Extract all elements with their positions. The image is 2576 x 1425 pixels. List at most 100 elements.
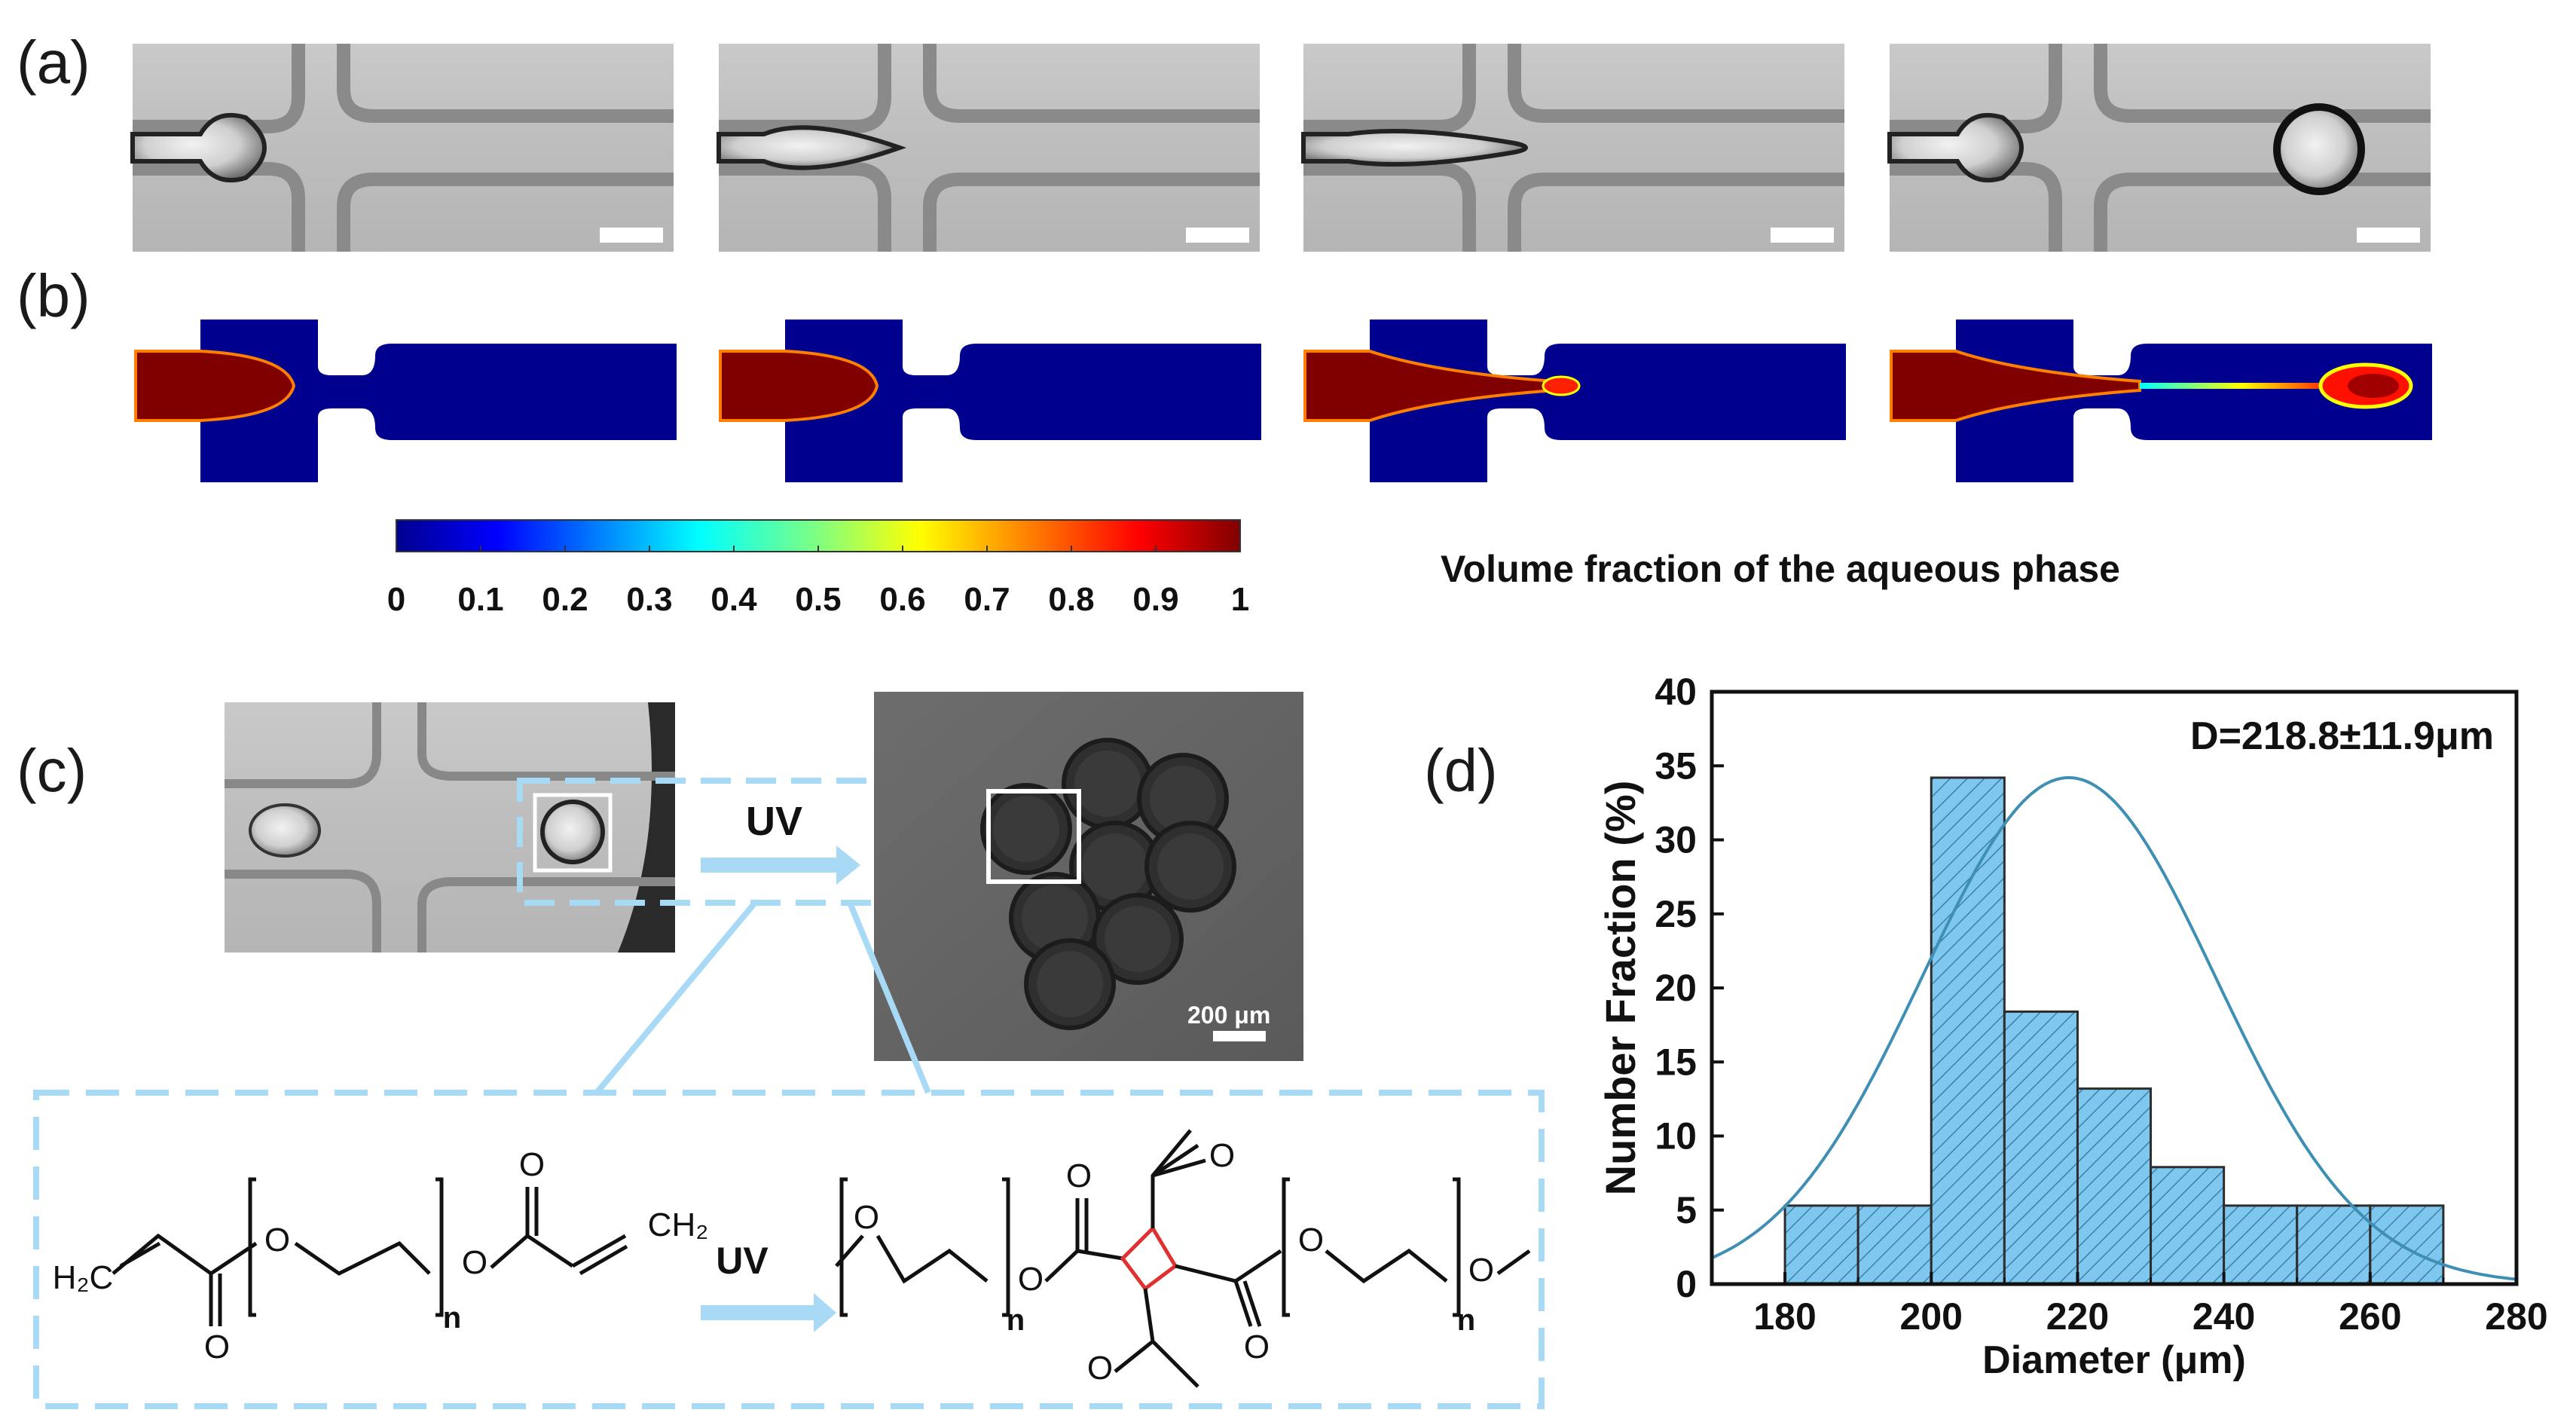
aqueous-phase	[134, 350, 296, 422]
simulation-frame	[1890, 320, 2432, 482]
channel-domain	[1891, 320, 2432, 482]
bracket	[248, 1177, 256, 1317]
chem-bond	[1044, 1198, 1080, 1283]
chem-bond	[1242, 1280, 1262, 1327]
colorbar-tick-label: 0.9	[1132, 581, 1178, 618]
simulation-frame	[719, 320, 1261, 482]
aqueous-thread	[130, 112, 267, 183]
y-tick-label: 35	[1655, 745, 1697, 787]
uv-arrow-label: UV	[746, 799, 802, 844]
panel-label-a: (a)	[17, 29, 90, 96]
chem-bond	[1077, 1249, 1123, 1261]
y-tick-label: 40	[1655, 671, 1697, 713]
aqueous-phase	[719, 350, 879, 422]
chem-bond	[294, 1240, 431, 1276]
colorbar-tick-label: 0.4	[710, 581, 757, 618]
micrograph-frame	[1887, 44, 2431, 252]
colorbar-tick-label: 1	[1231, 581, 1249, 618]
zoom-connector	[847, 901, 931, 1094]
aqueous-phase	[1890, 350, 2141, 422]
chem-label: O	[854, 1199, 879, 1236]
chem-label: O	[1209, 1137, 1235, 1174]
scale-bar	[1771, 228, 1834, 243]
colorbar-tick-label: 0.7	[964, 581, 1010, 618]
microsphere-core	[1037, 951, 1103, 1017]
chem-bond	[1233, 1280, 1253, 1327]
chem-bond	[1151, 1143, 1199, 1178]
chem-label: O	[1244, 1329, 1270, 1365]
chem-bond	[1234, 1249, 1282, 1283]
x-tick-label: 200	[1900, 1295, 1963, 1338]
chem-bond	[571, 1234, 627, 1268]
droplet-core	[2348, 374, 2399, 398]
sem-image: 200 μm	[874, 692, 1303, 1061]
simulation-row	[134, 320, 2432, 482]
reaction-uv-label: UV	[716, 1240, 769, 1282]
micrograph-frame	[1301, 44, 1844, 252]
chem-bond	[579, 1244, 628, 1276]
uv-arrow	[701, 846, 860, 885]
chem-label: n	[1007, 1304, 1025, 1337]
scale-bar	[2357, 228, 2420, 243]
y-tick-label: 10	[1655, 1115, 1697, 1157]
histogram-bar	[2150, 1166, 2226, 1286]
panel-label-c: (c)	[17, 737, 87, 804]
microsphere-core	[1157, 833, 1224, 900]
channel-domain	[1305, 320, 1846, 482]
y-tick-label: 0	[1676, 1263, 1697, 1305]
chem-bond	[1114, 1288, 1199, 1388]
microsphere-core	[1105, 906, 1171, 972]
y-tick-label: 30	[1655, 819, 1697, 861]
chem-bond	[490, 1233, 574, 1269]
bracket	[1002, 1177, 1010, 1317]
colorbar-tick-label: 0.3	[626, 581, 672, 618]
panel-label-b: (b)	[17, 262, 90, 329]
colorbar-tick-label: 0.2	[542, 581, 588, 618]
zoom-box	[517, 778, 1089, 906]
scale-bar	[1186, 228, 1249, 243]
chem-label: n	[443, 1301, 461, 1335]
scale-bar	[1213, 1031, 1266, 1041]
histogram-bar	[2003, 1010, 2079, 1286]
colorbar-tick-label: 0.8	[1048, 581, 1094, 618]
chem-label: H₂C	[53, 1259, 114, 1296]
microsphere-core	[1150, 766, 1216, 832]
chem-label: O	[1298, 1222, 1324, 1258]
capture-micrograph	[225, 702, 675, 953]
chem-label: O	[1087, 1350, 1113, 1387]
chem-bond	[1175, 1264, 1236, 1283]
simulation-frame	[134, 320, 677, 482]
panel-label-d: (d)	[1424, 737, 1498, 804]
y-tick-label: 5	[1676, 1189, 1697, 1231]
reaction-box	[33, 1090, 1545, 1409]
histogram-bar	[1856, 1204, 1933, 1286]
x-tick-label: 180	[1753, 1295, 1816, 1338]
chem-label: O	[519, 1146, 545, 1183]
zoom-connector	[594, 901, 758, 1095]
aqueous-thread	[717, 125, 907, 170]
y-axis-label: Number Fraction (%)	[1597, 781, 1644, 1196]
colorbar-tick-label: 0.1	[457, 581, 503, 618]
aqueous-thread	[1301, 129, 1528, 167]
bracket	[839, 1177, 848, 1317]
microsphere-core	[1082, 833, 1148, 900]
x-tick-label: 220	[2046, 1295, 2109, 1338]
annotation: D=218.8±11.9μm	[2190, 714, 2494, 758]
chem-bond	[119, 1241, 161, 1268]
chem-bond	[835, 1234, 864, 1268]
histogram-bar	[2296, 1204, 2372, 1286]
colorbar-tick-label: 0.6	[879, 581, 925, 618]
chem-label: n	[1457, 1304, 1475, 1337]
x-tick-label: 260	[2339, 1295, 2401, 1338]
histogram-bar	[2223, 1204, 2299, 1286]
micrograph-frame	[130, 44, 674, 252]
chem-label: O	[1468, 1252, 1494, 1289]
chem-label: O	[264, 1222, 290, 1258]
scale-bar	[600, 228, 663, 243]
droplet	[2273, 103, 2365, 195]
y-tick-label: 25	[1655, 893, 1697, 935]
